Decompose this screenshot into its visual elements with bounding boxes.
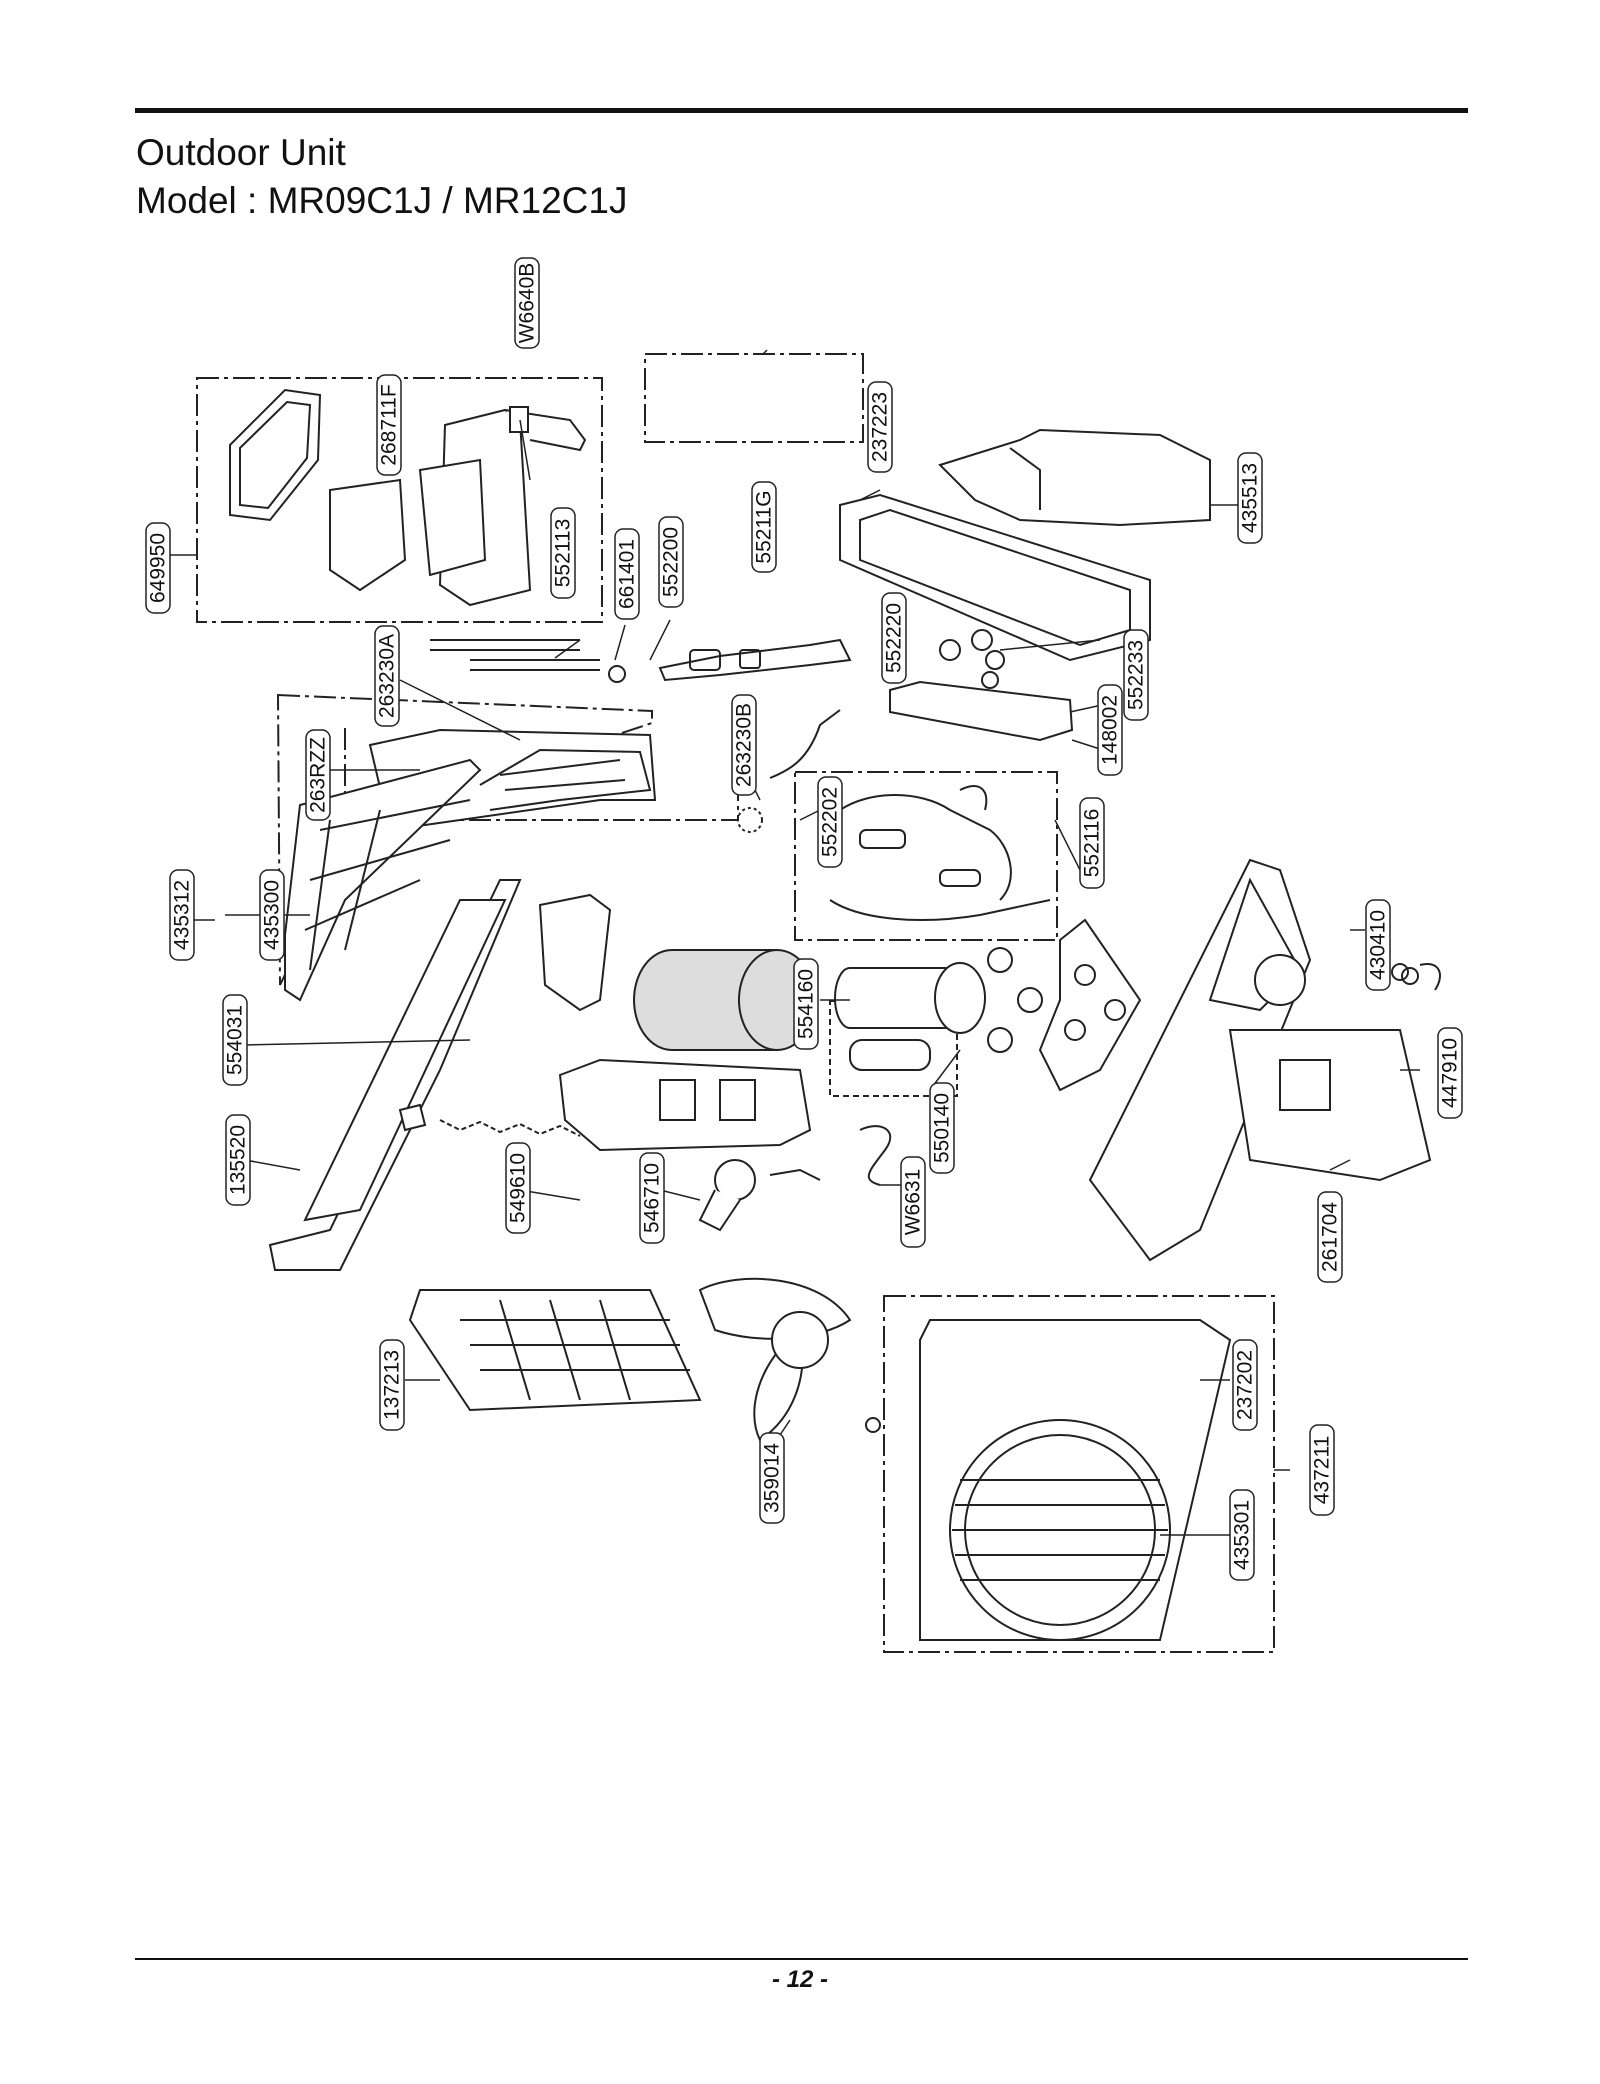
- part-label: 435312: [171, 880, 194, 950]
- pipe-group: [794, 771, 1058, 941]
- capacitor: [849, 1039, 931, 1071]
- fan-nut: [865, 1417, 881, 1433]
- reactor: [834, 962, 986, 1034]
- part-label: 554160: [795, 969, 818, 1039]
- back-support: [1228, 1029, 1432, 1182]
- part-label: 237223: [869, 392, 892, 462]
- rear-grid: [408, 1289, 702, 1412]
- part-label: 552233: [1125, 640, 1148, 710]
- compressor: [633, 949, 816, 1051]
- part-label: 437211: [1311, 1436, 1334, 1505]
- model-subtitle: Model : MR09C1J / MR12C1J: [136, 180, 628, 221]
- part-label: 137213: [381, 1350, 404, 1420]
- footer-rule: [135, 1958, 1468, 1960]
- control-box-case: [329, 406, 587, 607]
- part-label: 549610: [507, 1153, 530, 1223]
- part-label: 263230B: [733, 703, 756, 787]
- front-panel-group: [883, 1295, 1275, 1653]
- page-title: Outdoor Unit: [136, 132, 346, 173]
- part-label: 268711F: [378, 384, 401, 465]
- leader-lines: [158, 349, 1420, 1536]
- part-label: 447910: [1439, 1038, 1462, 1108]
- part-label: 237202: [1234, 1350, 1257, 1420]
- right-side-panel: [1088, 858, 1312, 1262]
- insulation-panel: [1038, 918, 1142, 1092]
- pcb-cover: [229, 388, 322, 522]
- part-label: 261704: [1319, 1202, 1342, 1272]
- motor-mount-plate: [538, 893, 612, 1012]
- part-label: W6631: [902, 1169, 925, 1236]
- page-number: - 12 -: [771, 1966, 828, 1993]
- part-label: 135520: [227, 1125, 250, 1195]
- part-label: 661401: [616, 539, 639, 609]
- valve-bracket: [889, 680, 1074, 742]
- fan-blade: [698, 1277, 852, 1442]
- drain-hose: [439, 1119, 581, 1137]
- elbow-fitting: [1391, 963, 1441, 991]
- part-label: W6640B: [516, 263, 539, 344]
- base-pan: [558, 1058, 812, 1152]
- part-label: 552113: [552, 519, 575, 588]
- header-rule: [135, 108, 1468, 113]
- front-panel: [919, 1319, 1232, 1641]
- part-label: 552200: [660, 527, 683, 597]
- fan-motor: [698, 1159, 821, 1232]
- rubber-feet: [987, 947, 1043, 1053]
- cover-hood: [938, 428, 1211, 527]
- part-label: 435513: [1239, 463, 1262, 533]
- motor-wire: [859, 1125, 892, 1186]
- part-label: 552202: [819, 787, 842, 857]
- part-label: 552220: [883, 603, 906, 673]
- part-label: 148002: [1099, 695, 1122, 765]
- heater-rods: [430, 639, 600, 671]
- valve-group: [644, 353, 864, 443]
- nut-part: [608, 665, 626, 683]
- part-label: 435300: [261, 880, 284, 950]
- part-label: 55211G: [753, 490, 776, 563]
- part-label: 430410: [1367, 910, 1390, 980]
- part-label: 359014: [761, 1443, 784, 1513]
- part-label: 546710: [641, 1163, 664, 1233]
- side-panel: [268, 879, 522, 1271]
- part-label: 435301: [1231, 1500, 1254, 1570]
- part-label: 550140: [931, 1093, 954, 1163]
- part-label: 552116: [1081, 809, 1104, 878]
- service-valves: [658, 638, 852, 682]
- part-label: 649950: [147, 533, 170, 603]
- small-valves: [939, 629, 1005, 689]
- capillary-wire: [769, 709, 841, 779]
- pipe-assembly: [829, 785, 1051, 921]
- part-label: 554031: [224, 1005, 247, 1075]
- part-label: 263230A: [376, 634, 399, 718]
- part-labels: W6640B 268711F 649950 552113 263230A 661…: [145, 257, 1463, 1581]
- part-label: 263RZZ: [307, 737, 330, 813]
